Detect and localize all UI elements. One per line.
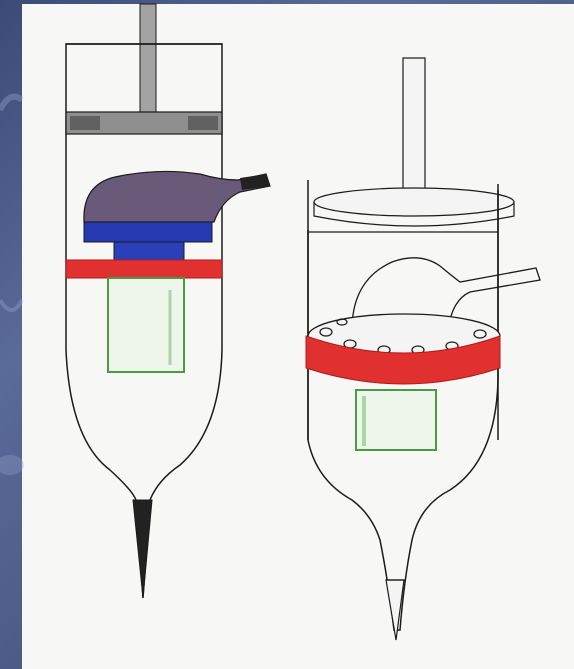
left-green-block [108, 278, 184, 372]
right-green-block [356, 390, 436, 450]
left-plunger-rod [140, 4, 156, 112]
left-black-needle [133, 500, 152, 598]
right-plunger-disc [314, 188, 514, 216]
background-decoration [0, 97, 24, 475]
left-red-band [66, 260, 222, 278]
right-syringe [306, 58, 540, 640]
left-blue-block [84, 222, 212, 242]
left-blue-stem [114, 242, 184, 260]
right-plunger-rod [403, 58, 425, 194]
left-syringe [66, 4, 270, 598]
